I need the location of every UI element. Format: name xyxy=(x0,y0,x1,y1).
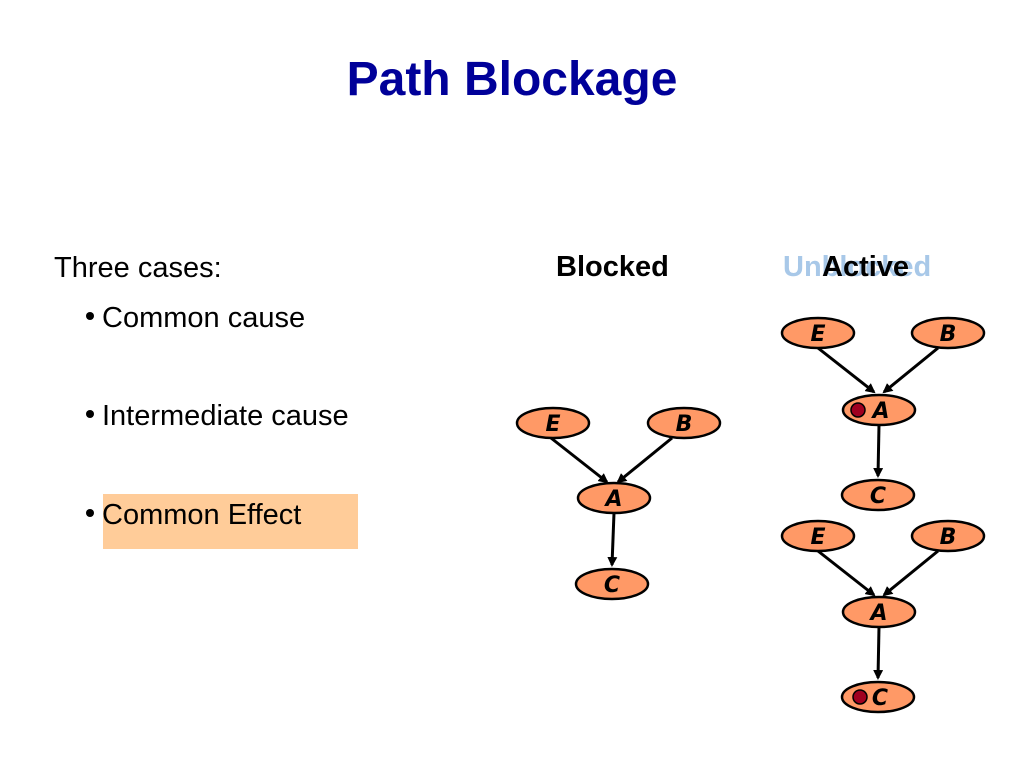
heading-active: Active xyxy=(822,251,910,283)
node-c: C xyxy=(574,567,650,601)
node-e: E xyxy=(780,519,856,553)
edge-b-a xyxy=(882,549,939,597)
node-e: E xyxy=(515,406,591,440)
node-label: E xyxy=(545,412,560,437)
active-graph-2: E B A C xyxy=(780,519,986,714)
node-label: C xyxy=(604,573,620,598)
node-label: A xyxy=(870,399,889,424)
bullet-dot-icon xyxy=(86,312,94,321)
node-label: A xyxy=(868,601,887,626)
bullet-intermediate-cause: Intermediate cause xyxy=(86,400,349,433)
node-label: E xyxy=(810,525,825,550)
node-b: B xyxy=(646,406,722,440)
edge-a-c xyxy=(873,626,884,680)
observed-marker-icon xyxy=(850,402,866,418)
node-label: C xyxy=(870,484,886,509)
edge-a-c xyxy=(873,424,884,478)
bullet-common-cause: Common cause xyxy=(86,302,305,335)
highlight-box xyxy=(103,494,358,549)
page-title: Path Blockage xyxy=(346,53,678,106)
edge-a-c xyxy=(607,512,618,567)
active-graph-1: E B A C xyxy=(780,316,986,512)
node-b: B xyxy=(910,519,986,553)
node-label: E xyxy=(810,322,825,347)
bullet-common-effect: Common Effect xyxy=(86,499,301,532)
node-label: B xyxy=(676,412,693,437)
node-label: B xyxy=(940,322,957,347)
bullet-dot-icon xyxy=(86,410,94,419)
node-b: B xyxy=(910,316,986,350)
node-label: C xyxy=(872,686,888,711)
edge-e-a xyxy=(817,549,876,597)
heading-unblocked: Unblocked xyxy=(783,251,932,283)
node-a: A xyxy=(841,595,917,629)
edge-b-a xyxy=(882,346,939,394)
edge-e-a xyxy=(550,436,609,484)
edge-e-a xyxy=(817,346,876,394)
bullet-label: Intermediate cause xyxy=(102,400,349,432)
blocked-graph: E B A C xyxy=(515,406,722,601)
node-label: A xyxy=(603,487,622,512)
node-a-observed: A xyxy=(841,393,917,427)
observed-marker-icon xyxy=(852,689,868,705)
node-e: E xyxy=(780,316,856,350)
bullet-label: Common cause xyxy=(102,302,306,334)
node-label: B xyxy=(940,525,957,550)
edge-b-a xyxy=(616,436,673,484)
node-c: C xyxy=(840,478,916,512)
bullet-dot-icon xyxy=(86,509,94,518)
bullet-label: Common Effect xyxy=(102,499,302,531)
heading-blocked: Blocked xyxy=(556,251,669,283)
node-c-observed: C xyxy=(840,680,916,714)
node-a: A xyxy=(576,481,652,515)
intro-text: Three cases: xyxy=(54,252,222,284)
